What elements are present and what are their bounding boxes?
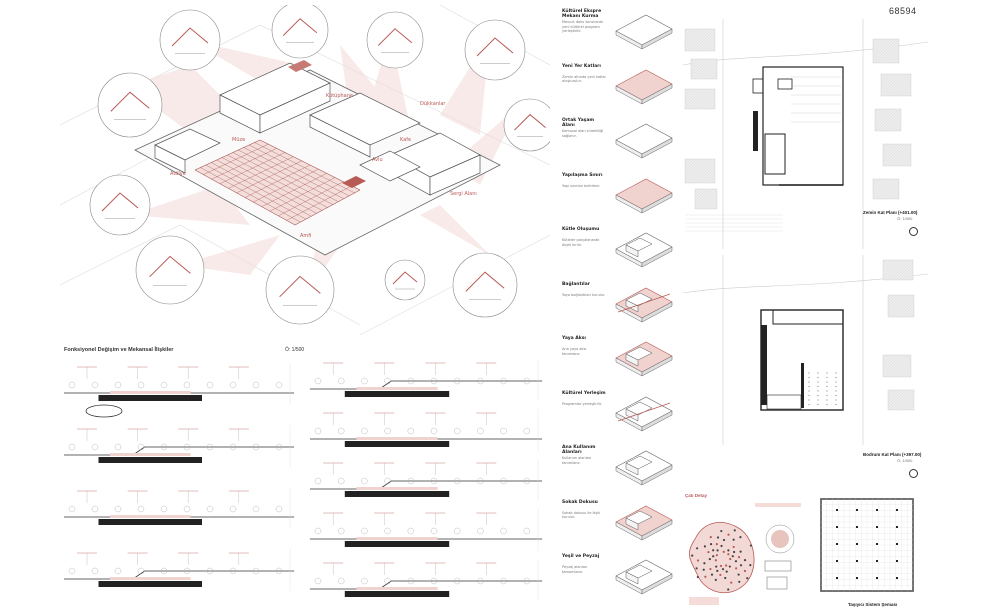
diagram-step-graphic	[615, 69, 673, 104]
callout-circle	[452, 252, 518, 318]
section-drawing	[64, 425, 294, 467]
sections-title: Fonksiyonel Değişim ve Mekansal İlişkile…	[64, 347, 174, 353]
diagram-step-text: Mevcut doku korunarak yeni kültürel prog…	[562, 20, 604, 33]
callout-label-1: Müze	[232, 137, 246, 143]
sections-scale: Ö: 1/500	[285, 347, 305, 353]
callout-circle	[135, 235, 205, 305]
diagram-step-graphic	[615, 396, 673, 431]
diagram-step-title: Sokak Dokusu	[562, 499, 598, 505]
callout-circle	[159, 9, 221, 71]
plans-panel: 68594 Zemin Kat Planı (+401.00) Ö: 1/500…	[683, 5, 928, 610]
diagram-step-title: Yapılaşma Sınırı	[562, 172, 603, 178]
diagram-step-text: Ana yaya aksı tanımlanır.	[562, 347, 587, 356]
callout-label-4: Atölye	[170, 171, 186, 177]
callout-label-7: Amfi	[300, 233, 312, 239]
section-drawing	[310, 359, 542, 401]
callout-label-6: Avlu	[372, 157, 383, 163]
section-drawing	[310, 559, 542, 601]
callout-circle	[366, 11, 424, 69]
detail-drawing	[688, 503, 801, 605]
diagram-step-graphic	[615, 559, 673, 595]
diagram-step-text: Kütleler parçalanarak ölçek kırılır.	[562, 238, 600, 247]
diagram-step-graphic	[615, 450, 673, 486]
callout-circle	[97, 72, 163, 138]
diagram-step-text: Kamusal alan sürekliliği sağlanır.	[562, 129, 604, 138]
construction-title: Taşıyıcı Sistem Şeması	[848, 602, 898, 607]
section-drawing	[64, 363, 294, 418]
diagram-step-text: Sokak dokusu ile ilişki kurulur.	[562, 510, 601, 520]
ground-plan-scale: Ö: 1/500	[897, 216, 913, 221]
ground-floor-plan	[683, 19, 928, 249]
basement-plan-title: Bodrum Kat Planı (+397.00)	[863, 452, 922, 457]
diagram-step-title: Kültürel Yerleşim	[562, 390, 606, 396]
callout-circle	[464, 19, 526, 81]
section-drawing	[310, 459, 542, 501]
structural-grid	[820, 498, 914, 592]
sections-drawing	[64, 359, 542, 601]
ground-plan-title: Zemin Kat Planı (+401.00)	[863, 210, 918, 215]
diagram-step-graphic	[615, 341, 673, 377]
section-drawing	[310, 509, 542, 551]
diagram-step-graphic	[615, 287, 673, 322]
diagram-step-title: Yeni Yer Katları	[562, 63, 601, 69]
section-drawing	[64, 549, 294, 591]
diagram-step-text: Kullanım alanları tanımlanır.	[562, 456, 592, 465]
diagram-step-graphic	[615, 123, 673, 159]
diagram-step-graphic	[615, 505, 673, 540]
diagram-step-graphic	[615, 178, 673, 213]
diagram-step-title: Yeşil ve Peyzaj	[562, 554, 600, 559]
callout-label-3: Kafe	[400, 137, 412, 143]
callout-label-2: Kütüphane	[326, 93, 353, 99]
north-arrow-icon	[909, 469, 918, 478]
sections-panel: Fonksiyonel Değişim ve Mekansal İlişkile…	[60, 345, 550, 610]
callout-circle	[271, 5, 329, 59]
section-drawing	[310, 409, 542, 451]
basement-plan-scale: Ö: 1/500	[897, 458, 913, 463]
callout-circle	[503, 98, 550, 152]
diagram-step-title: Yaya Aksı	[562, 336, 586, 341]
board-id: 68594	[889, 6, 917, 16]
diagram-step-title: Kütle Oluşumu	[562, 227, 600, 232]
diagram-step-graphic	[615, 14, 673, 50]
callout-label-8: Dükkanlar	[420, 101, 446, 107]
north-arrow-icon	[909, 227, 918, 236]
diagram-step-title: Kültürel Ekspre Mekanı Kurma	[562, 9, 602, 19]
diagram-step-text: Yapı sınırları belirlenir.	[562, 183, 601, 188]
diagram-step-title: Ortak Yaşam Alanı	[562, 118, 595, 128]
section-drawing	[64, 487, 294, 529]
basement-floor-plan	[683, 255, 928, 445]
axonometric-panel: Müze Kütüphane Kafe Atölye Sergi Alanı A…	[60, 5, 550, 335]
callout-circle	[384, 259, 426, 301]
diagram-step-text: Yaya bağlantıları kurulur.	[562, 292, 606, 297]
diagram-step-text: Programlar yerleştirilir.	[562, 401, 602, 406]
diagram-step-title: Bağlantılar	[562, 281, 590, 287]
diagram-step-text: Peyzaj alanları tamamlanır.	[562, 565, 588, 574]
diagram-step-graphic	[615, 232, 673, 268]
diagram-step-text: Zemin altında yeni katlar oluşturulur.	[562, 74, 606, 84]
callout-circle	[265, 255, 335, 325]
diagram-step-title: Ana Kullanım Alanları	[562, 445, 596, 455]
axonometric-drawing	[60, 5, 550, 335]
callout-circle	[89, 174, 151, 236]
callout-label-5: Sergi Alanı	[450, 191, 477, 197]
detail-title: Çatı Detay	[685, 493, 708, 498]
